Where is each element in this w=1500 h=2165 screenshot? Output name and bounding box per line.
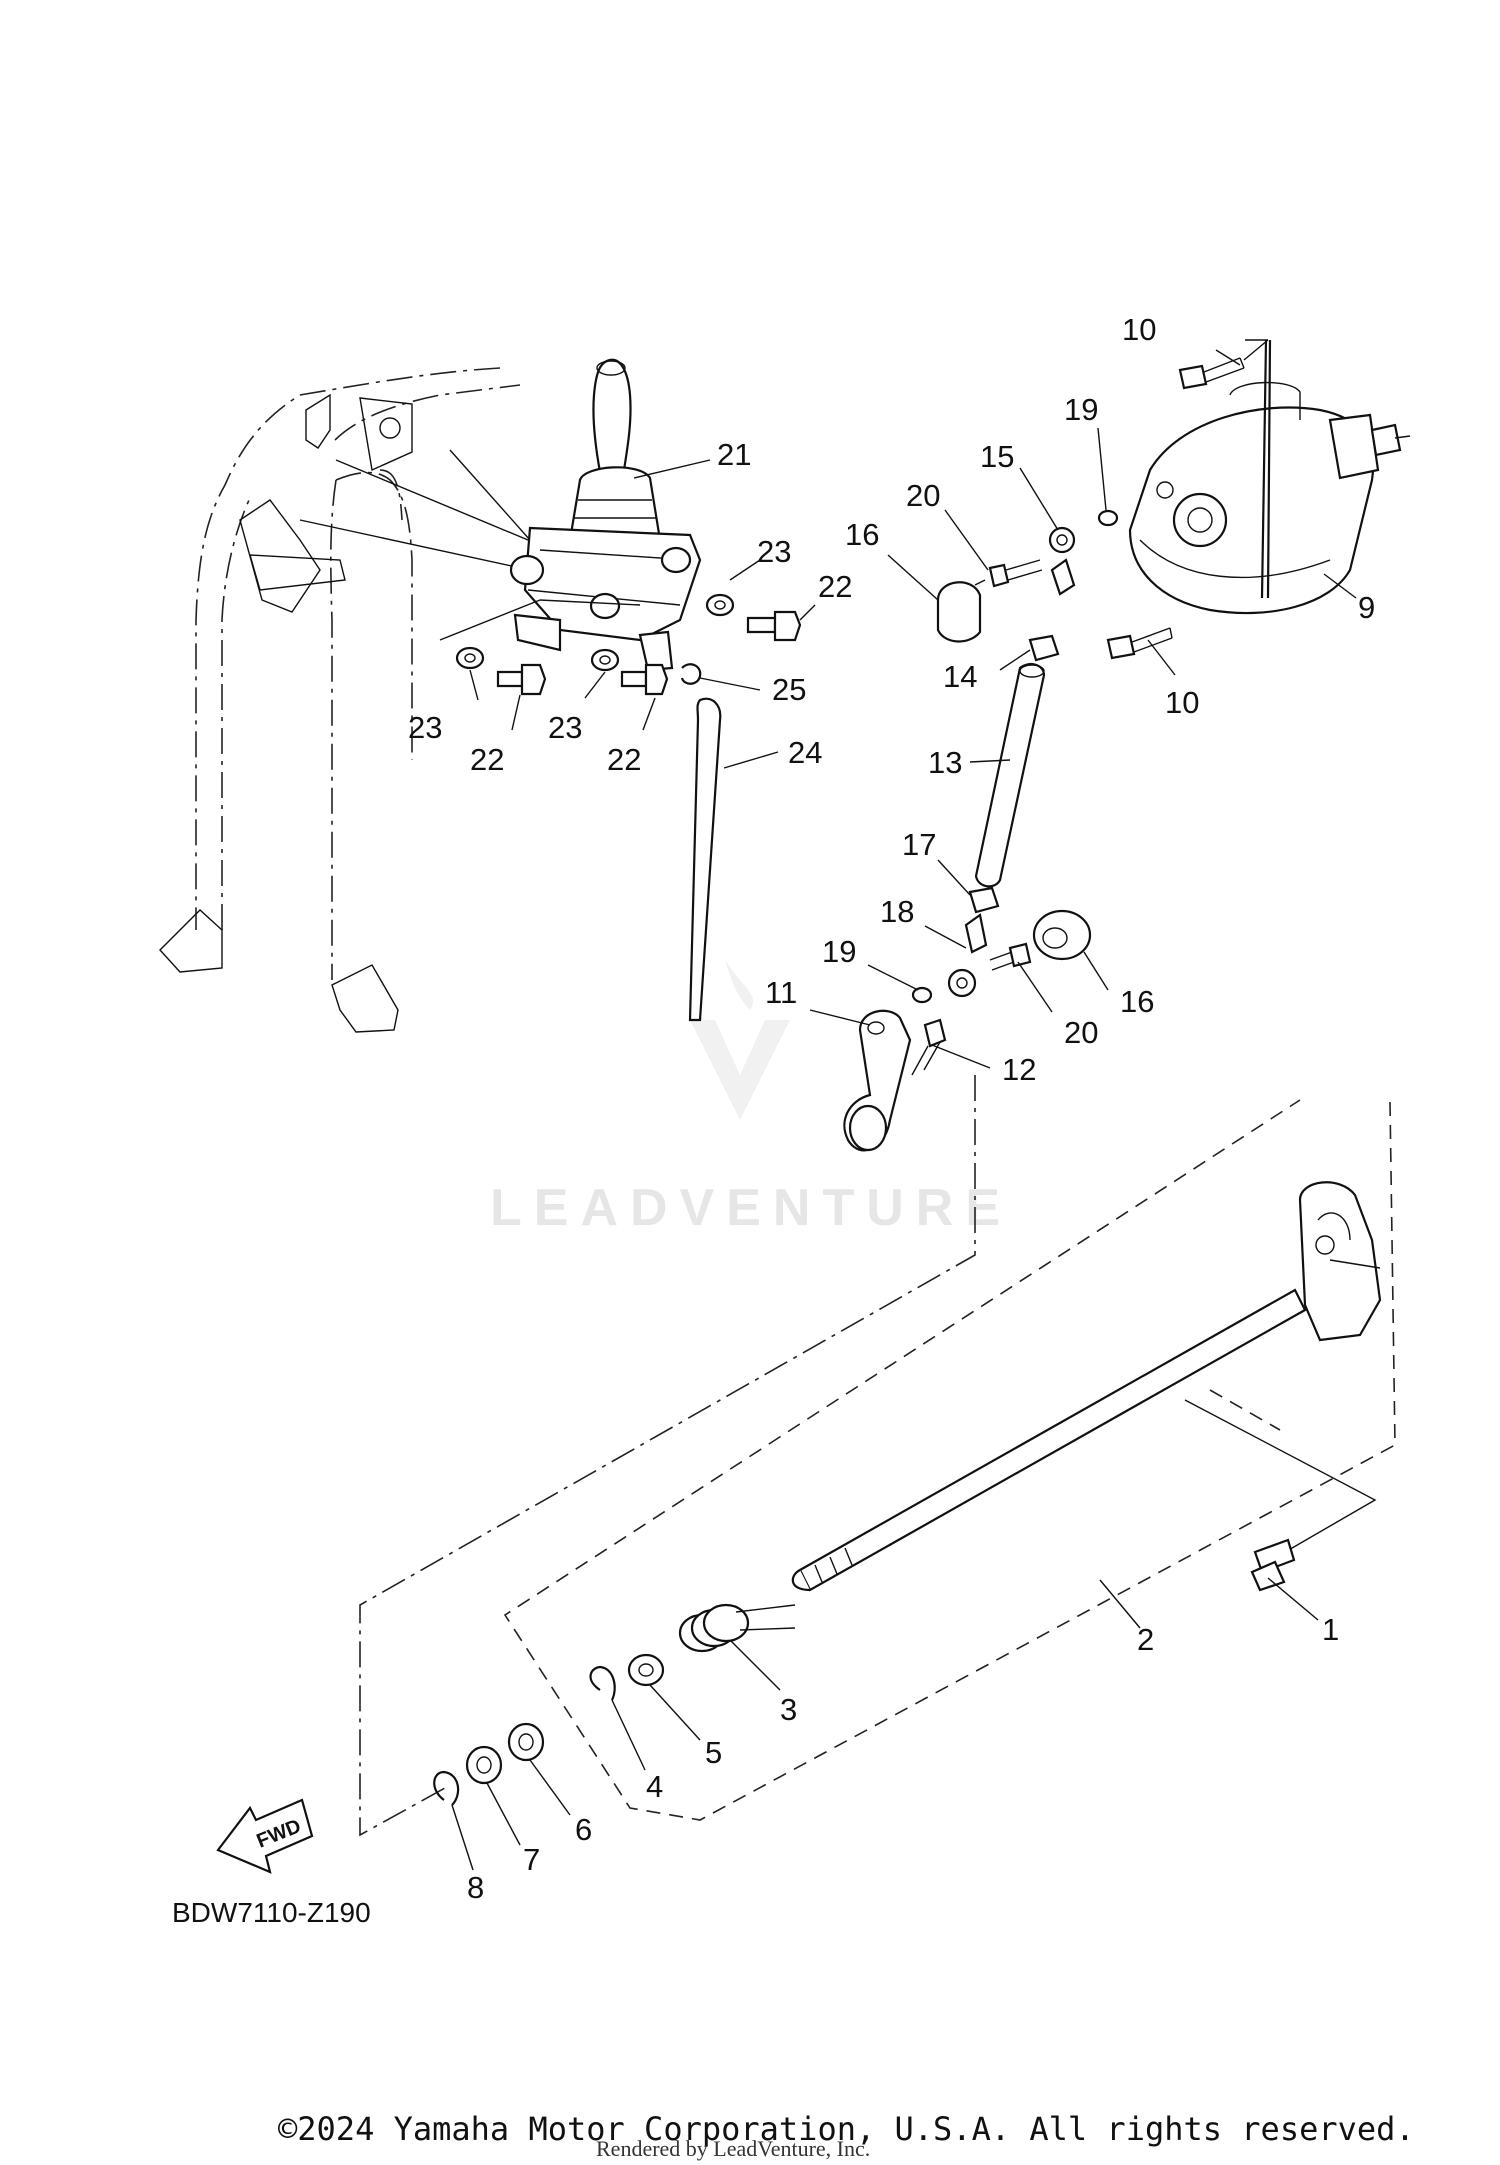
watermark-logo [690, 960, 790, 1120]
callout-18: 18 [880, 894, 914, 929]
callout-10-top: 10 [1122, 312, 1156, 347]
ball-joint-18 [947, 913, 988, 998]
leader-lines [451, 349, 1357, 1871]
callout-5: 5 [705, 1735, 722, 1770]
cap-16-bottom [1032, 909, 1092, 961]
stud-1 [1250, 1538, 1296, 1592]
fwd-arrow-icon: FWD [216, 1798, 314, 1874]
callout-22-mid: 22 [607, 742, 641, 777]
callout-24: 24 [788, 735, 822, 770]
nut-14 [1028, 634, 1060, 662]
bolt-10-top [1178, 357, 1245, 390]
bolt-20-bottom [989, 942, 1032, 971]
callout-2: 2 [1137, 1622, 1154, 1657]
callout-19-bottom: 19 [822, 934, 856, 969]
callout-8: 8 [467, 1870, 484, 1905]
circlip-8 [433, 1770, 460, 1806]
circlip-4 [589, 1665, 616, 1701]
rendered-by-text: Rendered by LeadVenture, Inc. [596, 2136, 871, 2161]
shaft-2 [791, 1181, 1382, 1592]
callout-20-top: 20 [906, 478, 940, 513]
arm-11 [843, 1009, 912, 1152]
callout-19-top: 19 [1064, 392, 1098, 427]
bolt-22-mid [620, 663, 669, 696]
callout-6: 6 [575, 1812, 592, 1847]
bolt-22-left [496, 663, 547, 696]
clip-25 [680, 663, 702, 685]
callout-12: 12 [1002, 1052, 1036, 1087]
bolt-10-bottom [1106, 627, 1173, 660]
bolt-20-top [988, 559, 1043, 588]
watermark-text: LEADVENTURE [490, 1179, 1013, 1237]
callout-22-left: 22 [470, 742, 504, 777]
shift-actuator-9 [1128, 339, 1411, 615]
chain-line-left [359, 1075, 976, 1837]
leader-10-top [1243, 339, 1269, 361]
callout-7: 7 [523, 1842, 540, 1877]
washer-23-mid [590, 648, 620, 672]
callout-3: 3 [780, 1692, 797, 1727]
callout-11: 11 [765, 975, 797, 1010]
nut-17 [968, 886, 1000, 914]
cap-16-top [936, 579, 986, 643]
washer-19-bottom [911, 986, 933, 1004]
callout-16-top: 16 [845, 517, 879, 552]
spring-3 [678, 1603, 796, 1653]
callout-4: 4 [646, 1769, 663, 1804]
mount-lines [439, 599, 641, 641]
ball-joint-15 [1048, 526, 1076, 596]
callout-17: 17 [902, 827, 936, 862]
callout-25: 25 [772, 672, 806, 707]
callout-16-bottom: 16 [1120, 984, 1154, 1019]
callout-23-left: 23 [408, 710, 442, 745]
washer-23-right [705, 593, 735, 617]
diagram-code: BDW7110-Z190 [172, 1897, 371, 1928]
hose-24 [688, 697, 722, 1022]
bolt-12 [911, 1018, 947, 1076]
washer-6 [507, 1722, 545, 1762]
rod-13 [974, 662, 1046, 888]
leader-bracket-1 [1184, 1389, 1377, 1556]
callout-13: 13 [928, 745, 962, 780]
washer-23-left [455, 646, 485, 670]
callout-21: 21 [717, 437, 751, 472]
dashed-box [503, 1099, 1396, 1821]
callout-20-bottom: 20 [1064, 1015, 1098, 1050]
callout-23-right: 23 [757, 534, 791, 569]
washer-19-top [1097, 509, 1119, 527]
callout-15: 15 [980, 439, 1014, 474]
callout-1: 1 [1322, 1612, 1339, 1647]
bolt-22-right [746, 610, 802, 642]
callout-22-right: 22 [818, 569, 852, 604]
copyright-text: ©2024 Yamaha Motor Corporation, U.S.A. A… [278, 2110, 1415, 2148]
callout-23-mid: 23 [548, 710, 582, 745]
frame-outline [159, 367, 541, 1033]
shift-lever-assembly [509, 358, 702, 672]
callout-9: 9 [1358, 590, 1375, 625]
washer-7 [465, 1745, 503, 1785]
callout-14: 14 [943, 659, 977, 694]
callout-10-bottom: 10 [1165, 685, 1199, 720]
washer-5 [627, 1653, 665, 1687]
